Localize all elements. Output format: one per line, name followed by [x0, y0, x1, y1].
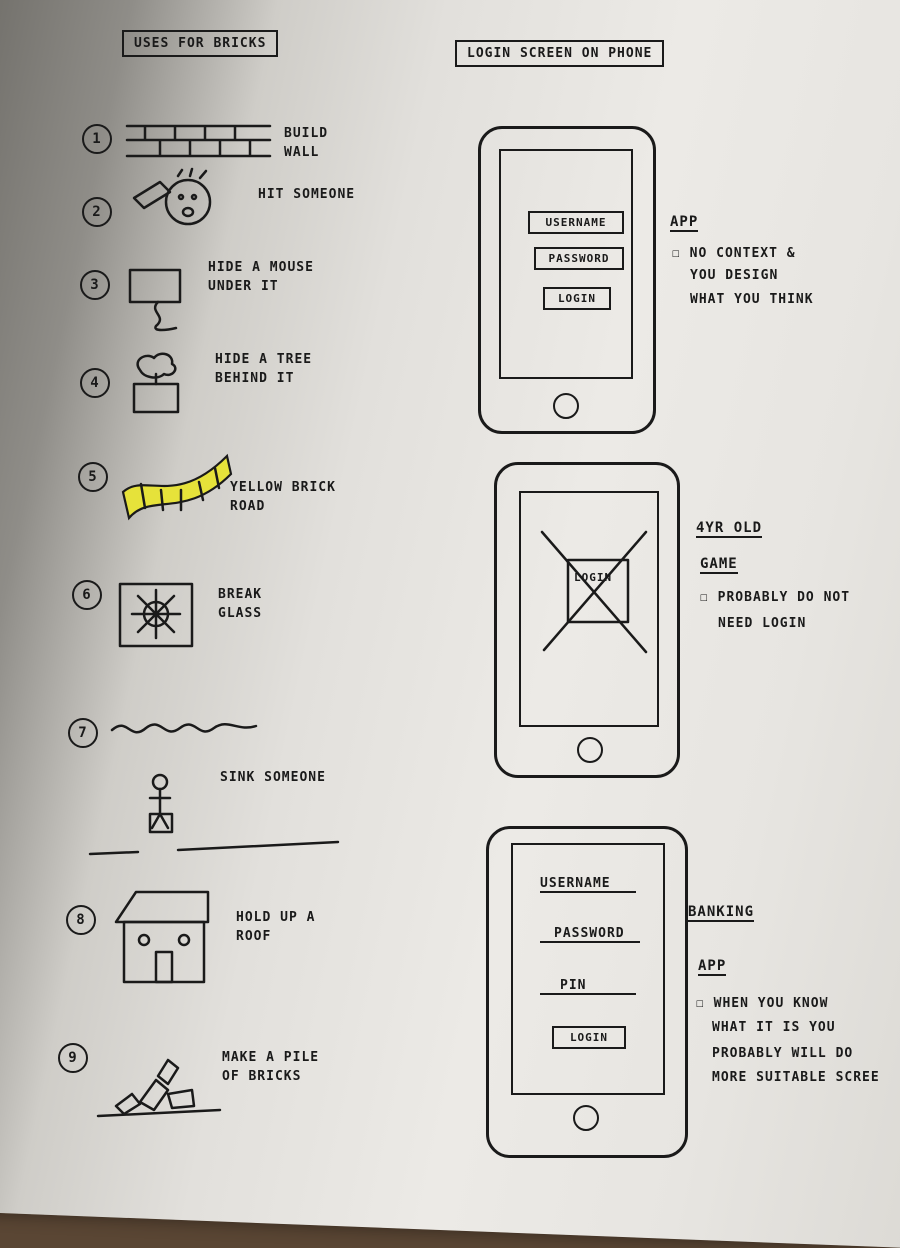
break-glass-sketch [118, 582, 194, 648]
hit-someone-sketch [132, 167, 212, 226]
use-text-9: Make a pile of bricks [222, 1050, 320, 1084]
item-number-7: 7 [68, 718, 98, 748]
phone-3-note-line-2: what it is you [712, 1020, 836, 1035]
phone-3-note-line-3: probably will do [712, 1046, 854, 1061]
item-number-6: 6 [72, 580, 102, 610]
use-text-2: Hit someone [258, 187, 356, 202]
brick-mouse-sketch [128, 268, 182, 332]
phone-1-home-button [553, 393, 579, 419]
item-number-5: 5 [78, 462, 108, 492]
item-number-2: 2 [82, 197, 112, 227]
phone-3-note-line-1: ☐ When you know [696, 996, 829, 1011]
phone-3-login-button: Login [552, 1026, 626, 1049]
phone-2-crossed-out-sketch [540, 530, 648, 654]
phone-sketch-3 [486, 826, 688, 1158]
phone-1-password-field: Password [534, 247, 624, 270]
item-number-8: 8 [66, 905, 96, 935]
sink-someone-sketch [110, 723, 258, 834]
phone-2-note-line-1: ☐ Probably do not [700, 590, 851, 605]
phone-2-home-button [577, 737, 603, 763]
phone-3-password-field: Password [540, 926, 640, 943]
use-text-7: Sink someone [220, 770, 326, 785]
brick-pile-sketch [96, 1058, 222, 1118]
yellow-brick-road-sketch [121, 453, 233, 521]
phone-1-note-line-1: ☐ No context & [672, 246, 796, 261]
phone-3-pin-field: Pin [540, 978, 636, 995]
ground-line [88, 840, 340, 856]
item-number-1: 1 [82, 124, 112, 154]
use-text-6: Break glass [218, 587, 263, 621]
item-number-4: 4 [80, 368, 110, 398]
phone-3-home-button [573, 1105, 599, 1131]
item-number-9: 9 [58, 1043, 88, 1073]
right-title: Login screen on phone [455, 40, 665, 67]
use-text-8: Hold up a roof [236, 910, 316, 944]
phone-sketch-1 [478, 126, 656, 434]
phone-1-note-line-3: what you think [690, 292, 814, 307]
phone-2-note-title-2: Game [700, 556, 738, 574]
use-text-1: Build wall [284, 126, 329, 160]
phone-3-note-title-2: App [698, 958, 727, 976]
left-title: Uses for bricks [122, 30, 279, 57]
phone-3-screen [511, 843, 665, 1095]
phone-3-note-line-4: more suitable scree [712, 1070, 880, 1085]
use-text-5: Yellow brick road [230, 480, 336, 514]
phone-2-note-title-1: 4YR old [696, 520, 763, 538]
brick-tree-sketch [132, 352, 180, 414]
use-text-3: Hide a mouse under it [208, 260, 314, 294]
phone-1-screen [499, 149, 633, 379]
phone-1-username-field: Username [528, 211, 624, 234]
wall-sketch [125, 124, 272, 158]
item-number-3: 3 [80, 270, 110, 300]
phone-1-note-line-2: you design [690, 268, 779, 283]
phone-3-note-title-1: Banking [688, 904, 755, 922]
phone-2-screen [519, 491, 659, 727]
phone-3-username-field: Username [540, 876, 636, 893]
phone-2-login-box-label: Login [574, 571, 613, 584]
phone-1-note-title: App [670, 214, 699, 232]
use-text-4: Hide a tree behind it [215, 352, 313, 386]
phone-1-login-button: Login [543, 287, 611, 310]
house-sketch [114, 890, 210, 984]
phone-2-note-line-2: need login [718, 616, 807, 631]
phone-sketch-2 [494, 462, 680, 778]
